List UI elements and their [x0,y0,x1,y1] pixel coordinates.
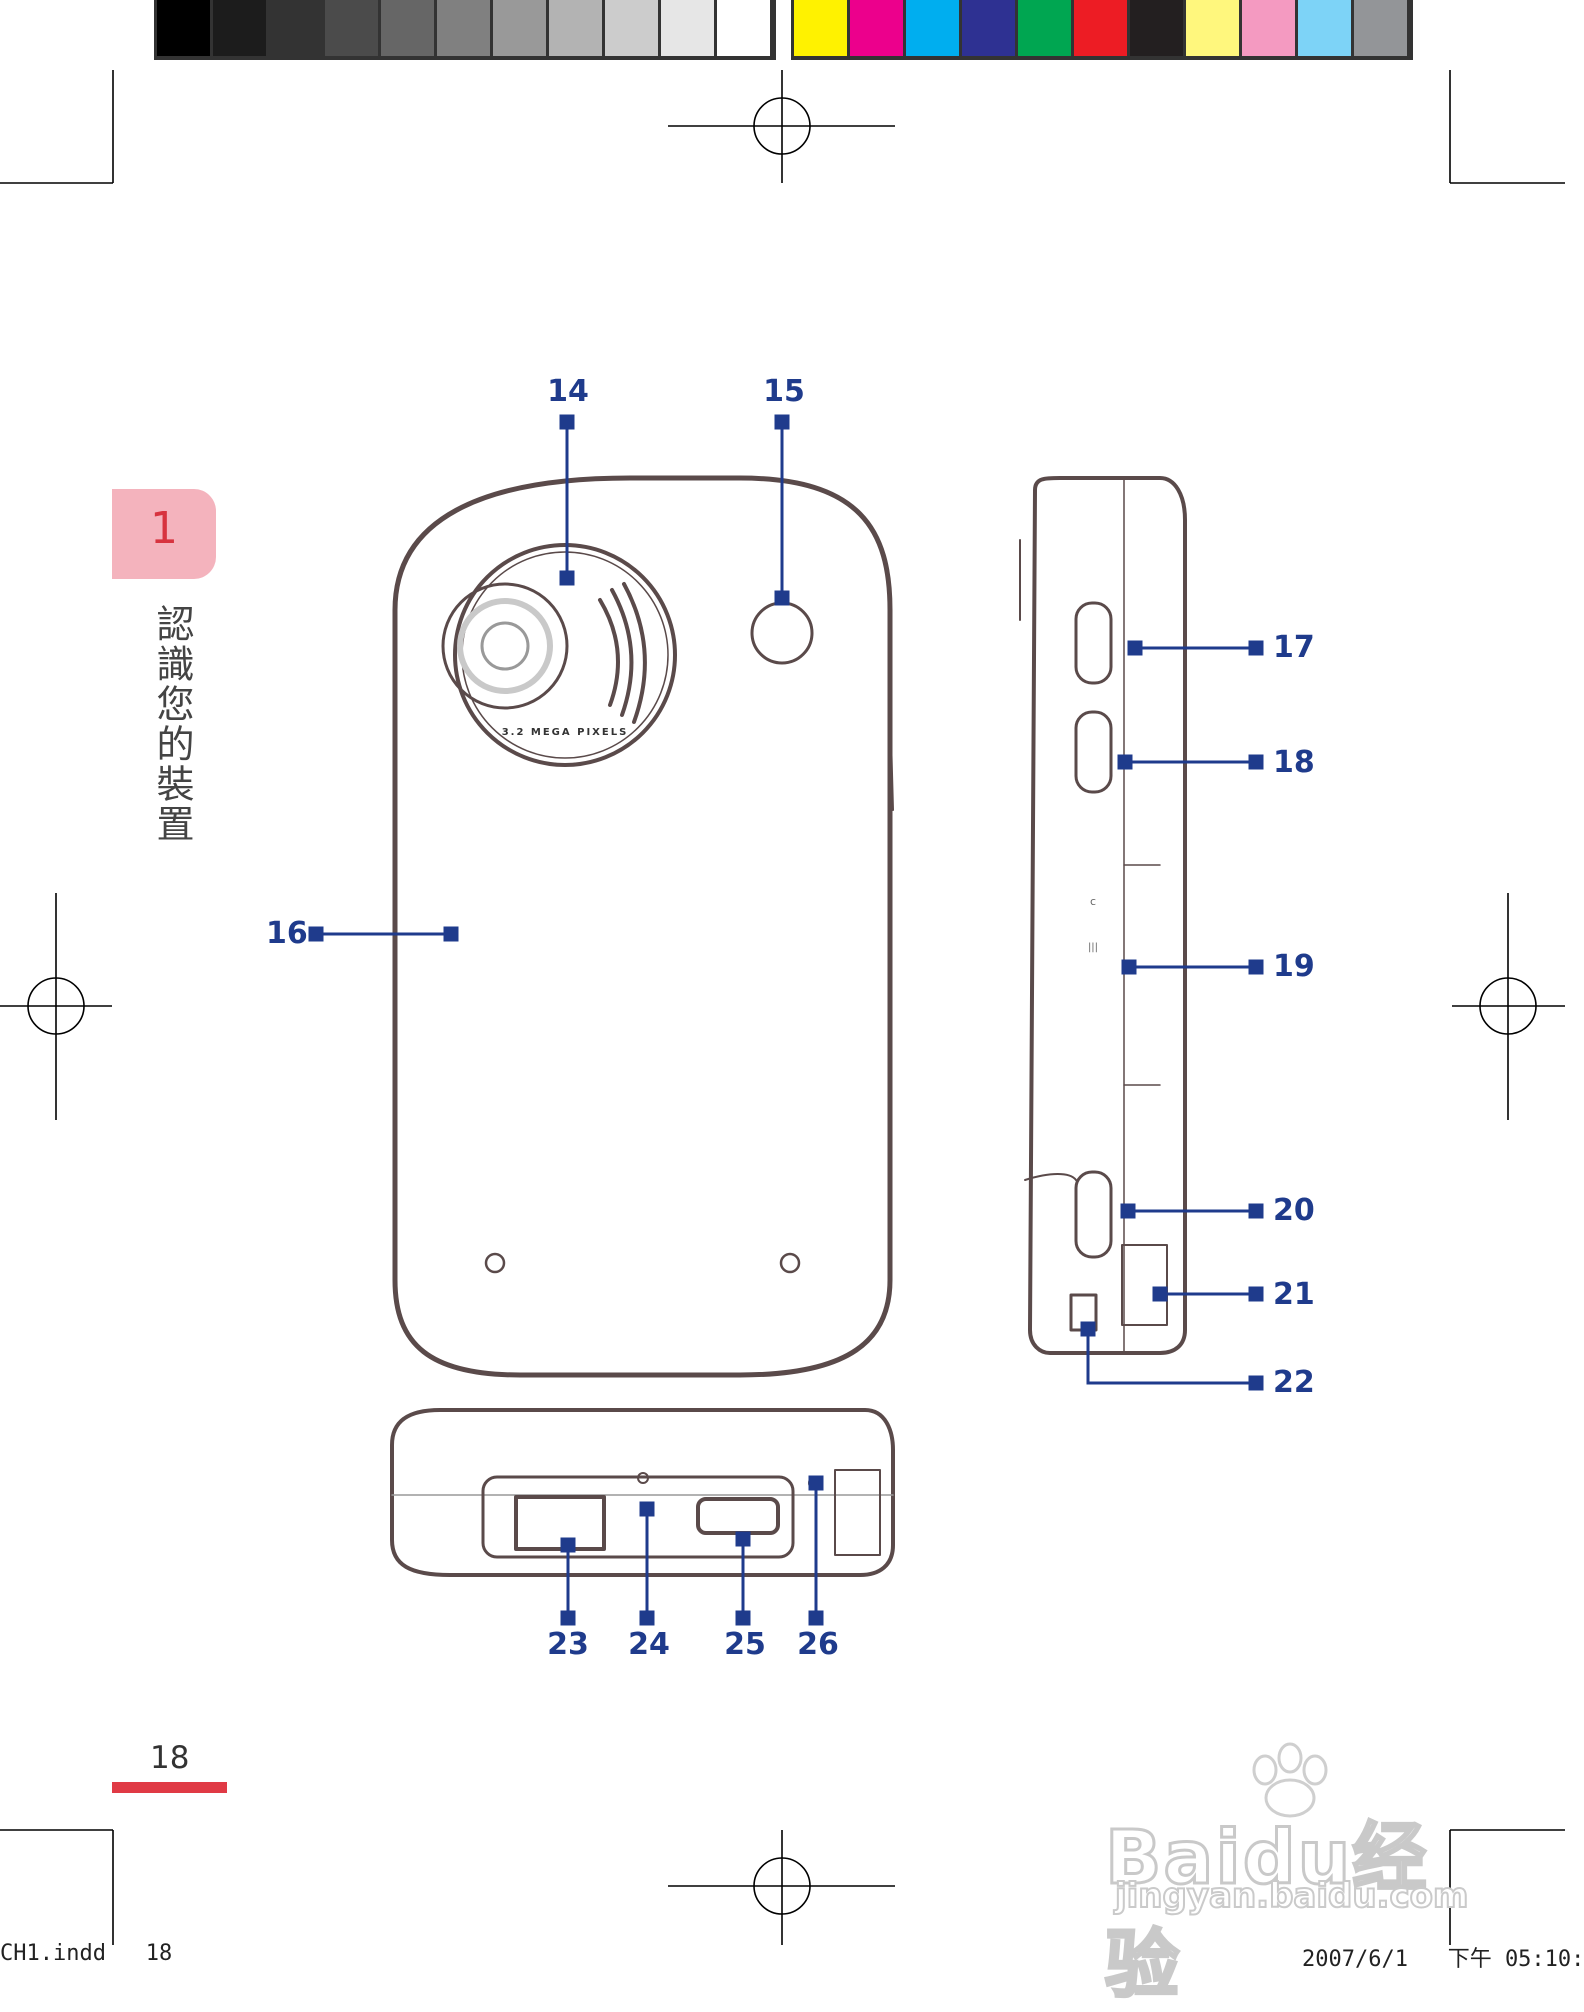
gray-swatch [549,0,602,56]
back-screw-right [779,1252,801,1274]
callout-23: 23 [547,1627,589,1662]
page-number-bar [112,1782,227,1793]
device-illustrations: 3.2 MEGA PIXELS c ||| [390,475,1187,1577]
color-swatch [1186,0,1239,56]
chapter-title: 認識您的裝置 [150,604,194,844]
gray-swatch [325,0,378,56]
gray-swatch [605,0,658,56]
color-swatches [791,0,1413,60]
color-swatch [1298,0,1351,56]
callout-20: 20 [1273,1193,1315,1228]
callout-15: 15 [763,374,805,409]
callout-22: 22 [1273,1365,1315,1400]
gray-swatch [661,0,714,56]
gray-swatch [493,0,546,56]
camera-ring-text: 3.2 MEGA PIXELS [502,727,629,738]
back-screw-left [484,1252,506,1274]
callout-19: 19 [1273,949,1315,984]
color-swatch [1354,0,1407,56]
gray-swatch [157,0,210,56]
gray-swatch [269,0,322,56]
callout-25: 25 [724,1627,766,1662]
bottom-usb-port [514,1495,606,1551]
print-slug-filename: CH1.indd 18 [0,1941,173,1966]
gray-swatch [437,0,490,56]
side-button-volume-up [1074,601,1113,685]
watermark-url: jingyan.baidu.com [1114,1875,1469,1917]
color-swatch [1130,0,1183,56]
callout-26: 26 [797,1627,839,1662]
color-swatch [1242,0,1295,56]
callout-18: 18 [1273,745,1315,780]
svg-text:|||: ||| [1088,942,1098,953]
baidu-watermark: Baidu经验 jingyan.baidu.com [1104,1740,1485,2010]
bottom-microphone [637,1472,649,1484]
color-swatch [906,0,959,56]
callout-22-line [1086,1329,1256,1385]
gray-swatches [154,0,776,60]
device-bottom-view [390,1408,895,1577]
callout-14: 14 [547,374,589,409]
crop-registration-marks [0,70,1565,1945]
gray-swatch [381,0,434,56]
color-swatch [1018,0,1071,56]
gray-swatch [213,0,266,56]
color-swatch [794,0,847,56]
device-back-view: 3.2 MEGA PIXELS [392,475,894,1378]
color-swatch [850,0,903,56]
chapter-tab: 1 [112,489,216,579]
callout-24: 24 [628,1627,670,1662]
callout-lines [308,414,1264,1626]
paw-logo-icon [1252,1742,1328,1818]
callout-17: 17 [1273,630,1315,665]
gray-swatch [717,0,770,56]
side-button-camera [1074,1170,1113,1259]
print-slug-timestamp: 2007/6/1 下午 05:10: [1302,1947,1584,1972]
side-stylus-slot [1121,1244,1168,1326]
color-swatch [962,0,1015,56]
watermark-brand: Baidu经验 [1104,1814,1429,2010]
side-button-volume-down [1074,710,1113,794]
callout-16: 16 [266,916,308,951]
chapter-number: 1 [150,503,178,554]
page-number: 18 [150,1740,190,1776]
camera-module: 3.2 MEGA PIXELS [441,543,677,767]
color-swatch [1074,0,1127,56]
callout-21: 21 [1273,1277,1315,1312]
svg-text:c: c [1090,895,1096,908]
color-calibration-bar [154,0,1413,60]
